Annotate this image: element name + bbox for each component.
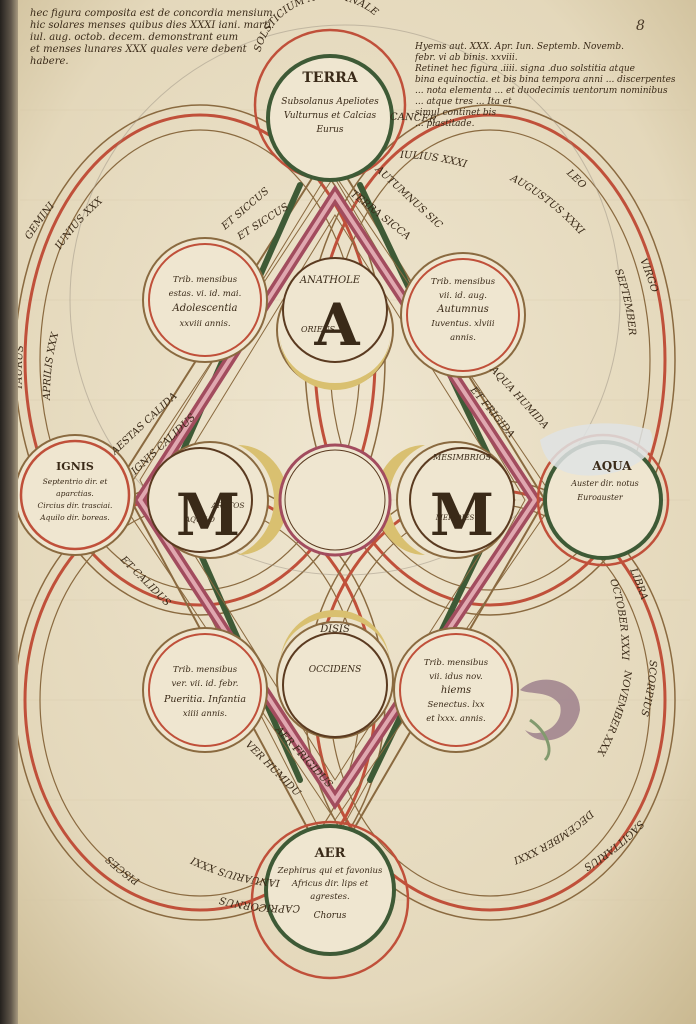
age-tl-4: xxviii annis. — [179, 319, 230, 329]
terra-title: TERRA — [302, 70, 358, 86]
age-br-3: hiems — [441, 685, 471, 696]
age-br-5: et lxxx. annis. — [426, 714, 485, 724]
aer-line-3: agrestes. — [310, 892, 349, 902]
anathole-caption: ANATHOLE — [299, 275, 361, 286]
inner-crescents — [147, 257, 515, 739]
header-note-left: hec figura composita est de concordia me… — [30, 8, 280, 68]
header-note-right: Hyems aut. XXX. Apr. Iun. Septemb. Novem… — [415, 42, 675, 130]
inner-letters: ANATHOLE A ORIENS M ARCTOS AQUILO M MESI… — [176, 275, 494, 675]
age-tl-1: Trib. mensibus — [173, 275, 238, 285]
aer-line-4: Chorus — [314, 911, 347, 921]
header-left-line-3: iul. aug. octob. decem. demonstrant eum — [30, 32, 239, 43]
binding-gutter — [0, 0, 18, 1024]
oriens-caption: ORIENS — [301, 325, 336, 334]
aer-circle-text: AER Zephirus qui et favonius Africus dir… — [277, 846, 383, 921]
header-right-line-6: ... atque tres ... Ita et — [415, 97, 512, 107]
age-br-1: Trib. mensibus — [424, 658, 489, 668]
occidens-caption: OCCIDENS — [309, 665, 362, 675]
age-bl-4: xiiii annis. — [183, 709, 227, 719]
age-bl-2: ver. vii. id. febr. — [171, 679, 238, 689]
arctos-caption: ARCTOS — [210, 501, 244, 510]
age-tr-1: Trib. mensibus — [431, 277, 496, 287]
terra-line-1: Subsolanus Apeliotes — [281, 97, 379, 107]
age-tr-4: Iuventus. xlviii — [430, 319, 495, 329]
ignis-title: IGNIS — [56, 460, 94, 473]
central-rhombus — [119, 174, 556, 821]
parchment-damage — [540, 423, 653, 476]
age-circles — [142, 237, 526, 753]
letter-m-right: M — [430, 481, 494, 549]
ignis-circle-text: IGNIS Septentrio dir. et aparctias. Circ… — [38, 460, 113, 522]
mesimbrios-caption: MESIMBRIOS — [432, 453, 491, 462]
header-right-line-3: Retinet hec figura .iiii. signa .duo sol… — [415, 64, 636, 74]
header-left-line-5: habere. — [30, 56, 69, 67]
letter-m-left: M — [176, 481, 240, 549]
age-br-4: Senectus. lxx — [427, 700, 484, 710]
meridies-caption: MERIDIES — [435, 514, 475, 522]
letter-a: A — [313, 291, 360, 359]
aqua-circle-text: AQUA Auster dir. notus Euroauster — [570, 459, 639, 502]
marginal-drawing — [520, 679, 580, 762]
header-right-line-7: simul continet bis — [415, 108, 497, 118]
age-br-2: vii. idus nov. — [429, 672, 482, 682]
disis-caption: DISIS — [319, 624, 350, 635]
header-right-line-1: Hyems aut. XXX. Apr. Iun. Septemb. Novem… — [415, 42, 624, 52]
construction-circle — [69, 24, 621, 576]
terra-line-2: Vulturnus et Calcias — [284, 111, 377, 121]
aer-line-2: Africus dir. lips et — [291, 879, 369, 889]
aqua-line-2: Euroauster — [576, 493, 624, 502]
ignis-line-1: Septentrio dir. et — [43, 477, 109, 486]
header-right-line-8: ... plastitade. — [415, 119, 475, 129]
aqua-line-1: Auster dir. notus — [570, 479, 639, 488]
terra-line-3: Eurus — [315, 125, 343, 135]
age-bl-1: Trib. mensibus — [173, 665, 238, 675]
aqua-title: AQUA — [591, 459, 632, 473]
age-tr-5: annis. — [450, 333, 476, 343]
aer-line-1: Zephirus qui et favonius — [277, 866, 383, 876]
age-tr-2: vii. id. aug. — [439, 291, 487, 301]
terra-circle-text: TERRA Subsolanus Apeliotes Vulturnus et … — [281, 70, 379, 135]
header-right-line-5: ... nota elementa ... et duodecimis uent… — [415, 86, 668, 96]
ignis-line-4: Aquilo dir. boreas. — [39, 513, 110, 522]
element-circles — [14, 28, 670, 980]
header-left-line-2: hic solares menses quibus dies XXXI iani… — [30, 20, 275, 31]
age-bl-3: Pueritia. Infantia — [163, 694, 246, 705]
age-circle-texts: Trib. mensibus estas. vi. id. mai. Adole… — [163, 275, 496, 724]
aer-title: AER — [314, 846, 346, 861]
age-tl-3: Adolescentia — [171, 303, 237, 314]
age-tl-2: estas. vi. id. mai. — [169, 289, 242, 299]
age-tr-3: Autumnus — [436, 304, 489, 315]
header-right-line-2: febr. vi ab binis. xxviii. — [415, 53, 518, 63]
folio-number: 8 — [636, 18, 645, 34]
ignis-line-2: aparctias. — [56, 489, 94, 498]
header-left-line-4: et menses lunares XXX quales vere debent — [30, 44, 247, 55]
header-right-line-4: bina equinoctia. et bis bina tempora ann… — [415, 75, 675, 85]
aquilo-caption: AQUILO — [184, 516, 215, 524]
ignis-line-3: Circius dir. trasciai. — [38, 501, 113, 510]
header-left-line-1: hec figura composita est de concordia me… — [30, 8, 273, 19]
